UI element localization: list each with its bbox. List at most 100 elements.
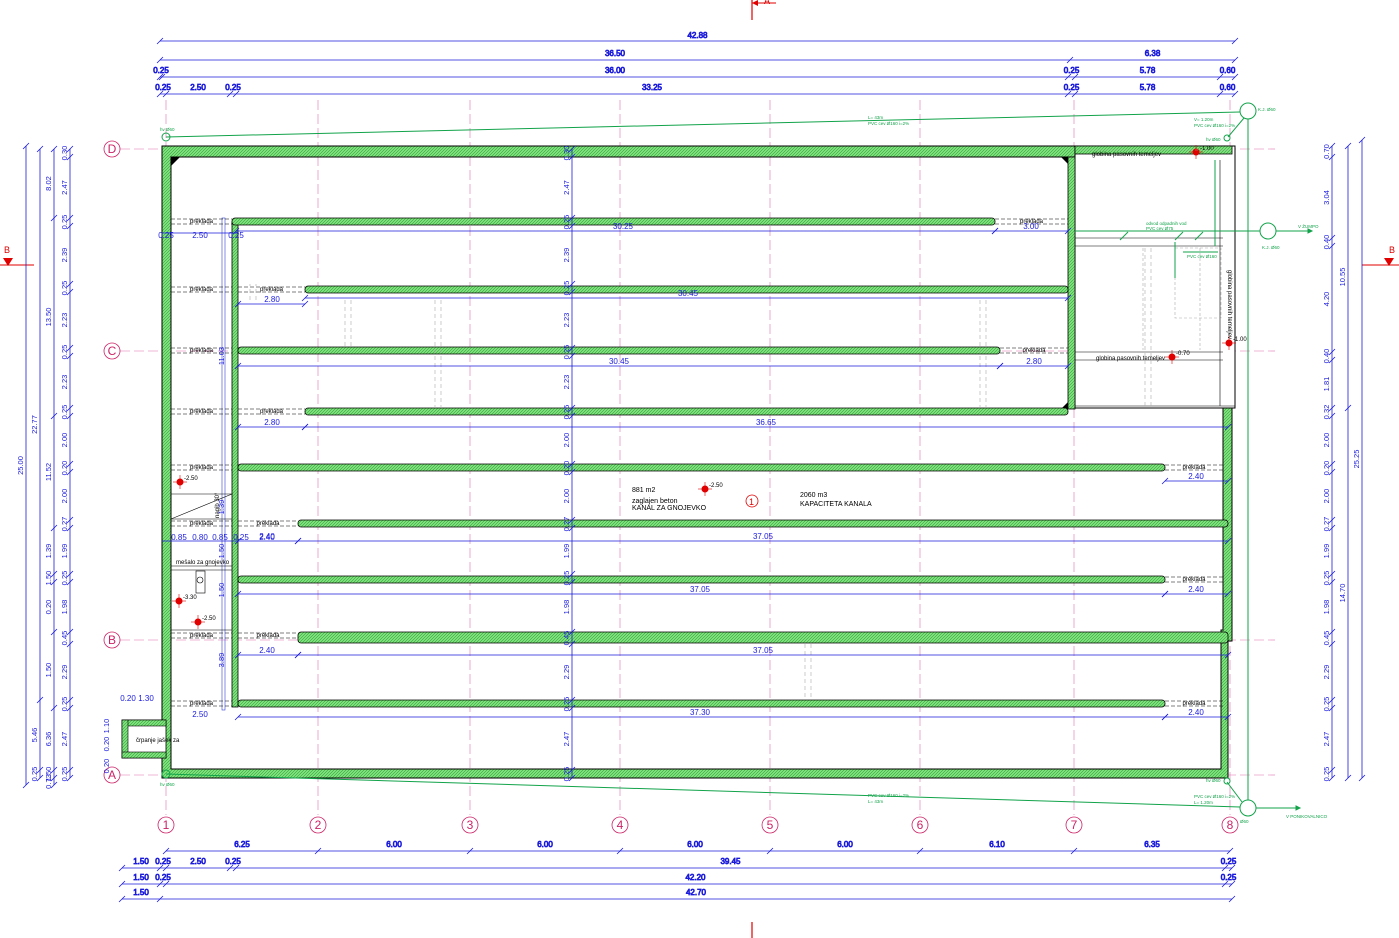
dim-tick xyxy=(36,774,44,782)
dim-tick xyxy=(50,412,58,420)
dim-tick xyxy=(234,423,242,431)
dim-tick xyxy=(66,570,74,578)
dim-tick xyxy=(1161,713,1169,721)
dim-label: 0.25 xyxy=(228,231,244,240)
grid-label-B: B xyxy=(108,633,116,647)
dim-label: 0.25 xyxy=(562,345,571,360)
tank-labels: globina pasovnih temeljev globina pasovn… xyxy=(1080,149,1232,362)
dim-tick xyxy=(156,880,164,888)
grid-bubble-A xyxy=(103,766,121,784)
dim-label: 0.60 xyxy=(1220,66,1236,75)
dim-label: 2.50 xyxy=(190,857,206,866)
dim-label: 0.85 xyxy=(212,533,228,542)
dim-label: 2.40 xyxy=(259,646,275,655)
dim-label: 2.29 xyxy=(60,665,69,680)
dim-label: 0.25 xyxy=(30,767,39,782)
dim-tick xyxy=(1328,696,1336,704)
dim-tick xyxy=(1231,56,1239,64)
dim-tick xyxy=(1066,56,1074,64)
grid-label-4: 4 xyxy=(617,818,624,832)
dim-label: 0.25 xyxy=(562,571,571,586)
dim-label: 0.25 xyxy=(225,857,241,866)
lintel-label: preklada xyxy=(190,521,214,527)
grid-bubble-C xyxy=(103,342,121,360)
grid-label-2: 2 xyxy=(315,818,322,832)
grid-bubble-4 xyxy=(611,816,629,834)
section-mark-right-label: B xyxy=(1389,245,1395,255)
dim-tick xyxy=(1328,570,1336,578)
dim-tick xyxy=(1358,774,1366,782)
dim-label: 6.00 xyxy=(537,840,553,849)
dim-tick xyxy=(1328,412,1336,420)
dim-tick xyxy=(1328,578,1336,586)
dim-label: 6.00 xyxy=(687,840,703,849)
dim-tick xyxy=(50,578,58,586)
dim-tick xyxy=(1228,864,1236,872)
dim-label: 2.80 xyxy=(1026,357,1042,366)
dim-tick xyxy=(1328,766,1336,774)
lintel-label: preklada xyxy=(260,287,284,293)
dim-label: 2.47 xyxy=(1322,732,1331,747)
dim-label: 0.32 xyxy=(1322,405,1331,420)
dim-tick xyxy=(36,696,44,704)
dim-label: 2.39 xyxy=(60,248,69,263)
dim-label: 0.45 xyxy=(562,631,571,646)
dim-tick xyxy=(158,73,166,81)
dim-tick xyxy=(156,56,164,64)
dim-tick xyxy=(1224,651,1232,659)
pipe-right-spec-2: PVC cev Ø160 i=2% xyxy=(1194,794,1235,799)
dim-label: 0.25 xyxy=(155,857,171,866)
dim-tick xyxy=(66,774,74,782)
dim-label: 0.25 xyxy=(562,281,571,296)
dim-tick xyxy=(1064,227,1072,235)
dim-tick xyxy=(1328,460,1336,468)
dim-label: 1.98 xyxy=(562,600,571,615)
dim-label: 42.70 xyxy=(686,888,707,897)
dim-label: 0.27 xyxy=(562,517,571,532)
dim-tick xyxy=(568,516,576,524)
dim-label: 6.36 xyxy=(44,732,53,747)
dim-label: 1.39 xyxy=(217,500,226,515)
area-label: 881 m2 xyxy=(632,487,655,494)
section-mark-top-label: A xyxy=(764,0,770,6)
dim-label: 1.50 xyxy=(217,544,226,559)
dim-label: 0.25 xyxy=(60,571,69,586)
dim-tick xyxy=(162,864,170,872)
dim-tick xyxy=(1328,348,1336,356)
dim-label: 2.23 xyxy=(60,313,69,328)
dim-label: 2.00 xyxy=(1322,489,1331,504)
dim-label: 22.77 xyxy=(30,415,39,434)
dim-label: 0.25 xyxy=(225,83,241,92)
dim-tick xyxy=(22,142,30,150)
dim-tick xyxy=(1221,880,1229,888)
dim-label: 39.45 xyxy=(720,857,741,866)
dim-label: 1.50 xyxy=(133,857,149,866)
grid-label-A: A xyxy=(108,768,116,782)
lintel-label: preklada xyxy=(190,348,214,354)
dim-tick xyxy=(50,704,58,712)
dim-label: 1.99 xyxy=(1322,544,1331,559)
dim-tick xyxy=(1328,628,1336,636)
dim-label: 0.25 xyxy=(1064,83,1080,92)
drainage-pipes xyxy=(161,102,1314,817)
lintel-label: preklada xyxy=(190,701,214,707)
dim-label: 0.20 xyxy=(60,461,69,476)
dim-tick xyxy=(1328,404,1336,412)
dim-label: 14.70 xyxy=(1338,584,1347,603)
dim-tick xyxy=(1344,404,1352,412)
dim-tick xyxy=(1328,516,1336,524)
dim-tick xyxy=(156,37,164,45)
dim-tick xyxy=(301,423,309,431)
dim-tick xyxy=(301,300,309,308)
dim-label: 37.30 xyxy=(690,708,711,717)
dim-tick xyxy=(1231,37,1239,45)
grid-bubble-D xyxy=(103,140,121,158)
dim-label: 0.25 xyxy=(155,873,171,882)
dim-label: 1.50 xyxy=(133,873,149,882)
center-labels: 881 m2 zaglajen beton KANAL ZA GNOJEVKO … xyxy=(632,487,872,512)
dim-label: 5.78 xyxy=(1140,66,1156,75)
grid-bubble-6 xyxy=(911,816,929,834)
dim-tick xyxy=(1216,73,1224,81)
dim-tick xyxy=(66,222,74,230)
